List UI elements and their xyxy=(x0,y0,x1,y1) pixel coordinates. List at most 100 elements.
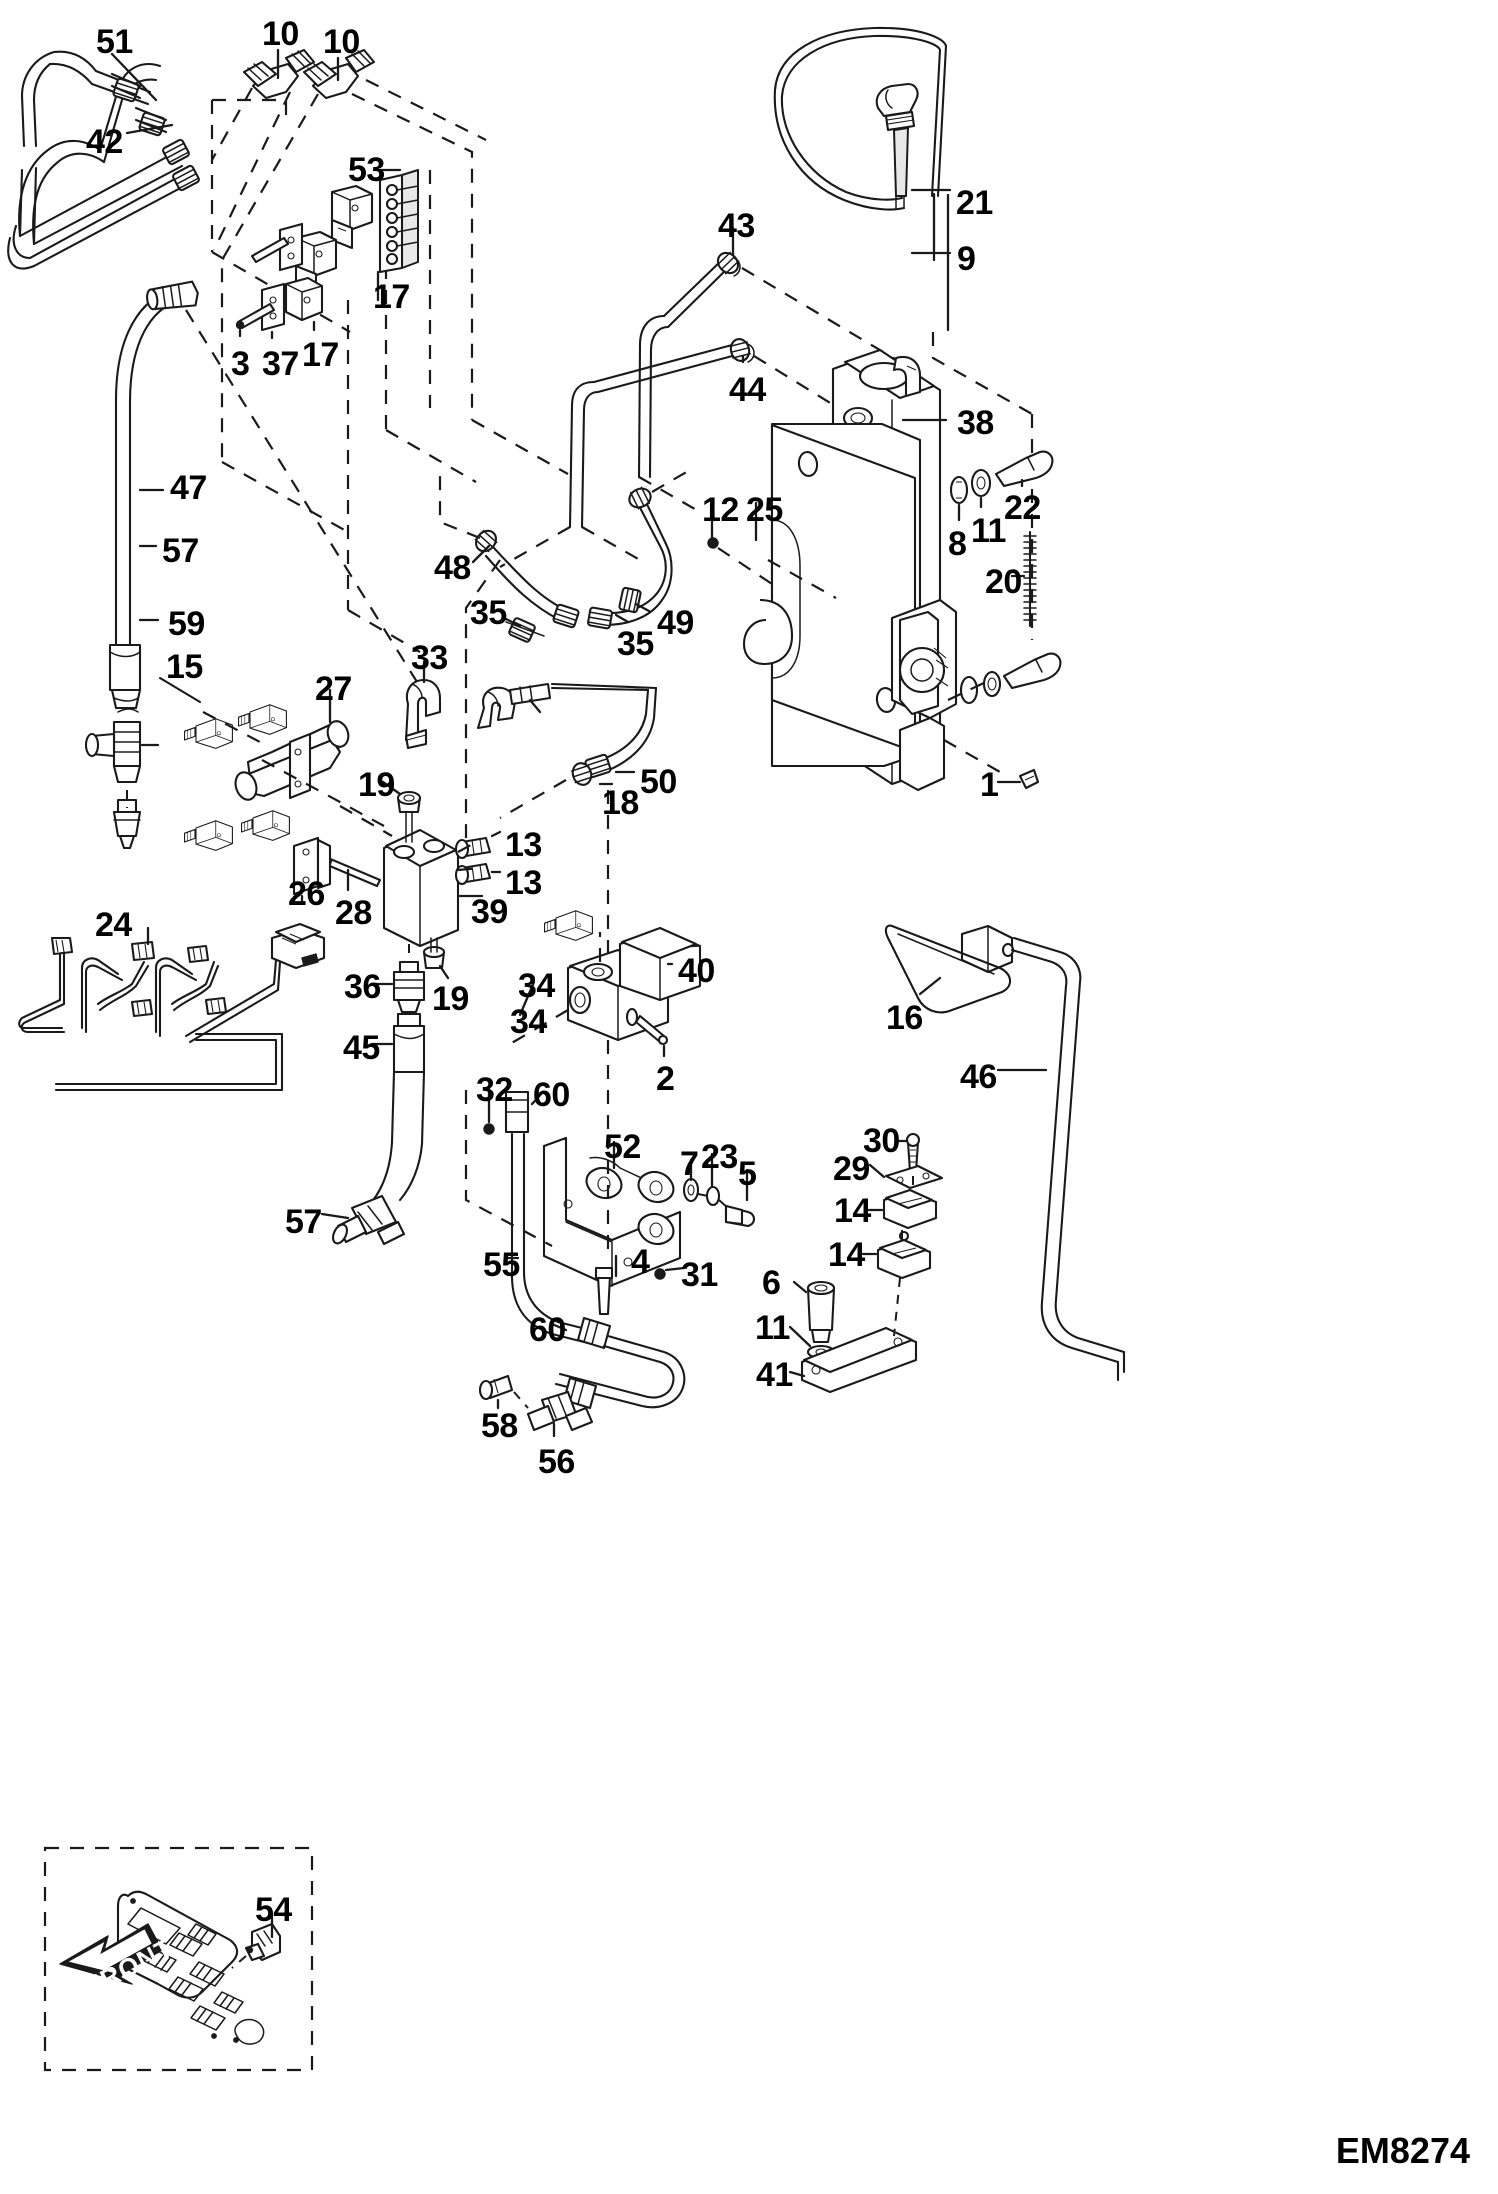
callout-16: 16 xyxy=(886,999,923,1037)
part-38-lower-foot xyxy=(890,598,958,792)
part-36-fitting xyxy=(392,960,426,1014)
part-3-pin-upper xyxy=(250,236,290,264)
part-24-wire-harness xyxy=(18,922,326,1092)
part-57-tee-lower xyxy=(332,1194,406,1246)
part-54-switch xyxy=(244,1922,282,1962)
callout-15: 15 xyxy=(166,648,203,686)
callout-2: 2 xyxy=(656,1060,675,1098)
part-33-elbow xyxy=(404,678,442,750)
part-16-pedal xyxy=(884,924,1015,1014)
hardware-1-11-bolt xyxy=(959,652,1062,790)
callout-26: 26 xyxy=(288,875,325,913)
part-9-21-control-cable xyxy=(773,26,948,211)
part-20-spring xyxy=(1023,530,1037,628)
callout-52: 52 xyxy=(604,1128,641,1166)
part-13-fitting-upper xyxy=(454,836,492,860)
leader-60b xyxy=(550,1322,568,1332)
leader-48 xyxy=(471,544,491,564)
callout-48: 48 xyxy=(434,549,471,587)
callout-57b: 57 xyxy=(285,1203,322,1241)
part-10-elbow-a xyxy=(242,48,316,100)
part-17-clamp-lower xyxy=(284,276,324,322)
callout-38: 38 xyxy=(957,404,994,442)
callout-22: 22 xyxy=(1004,489,1041,527)
coil-e xyxy=(544,910,593,941)
leader-57b xyxy=(320,1212,350,1220)
callout-14b: 14 xyxy=(828,1236,865,1274)
leader-41 xyxy=(788,1370,806,1378)
callout-51: 51 xyxy=(96,23,133,61)
callout-31: 31 xyxy=(681,1256,718,1294)
callout-17b: 17 xyxy=(302,336,339,374)
callout-28: 28 xyxy=(335,894,372,932)
callout-36: 36 xyxy=(344,968,381,1006)
part-12-pin xyxy=(707,537,719,549)
part-56-fitting xyxy=(526,1390,594,1432)
leader-19a xyxy=(381,780,402,796)
callout-20: 20 xyxy=(985,563,1022,601)
callout-33: 33 xyxy=(411,639,448,677)
leader-11b xyxy=(788,1325,812,1348)
part-10-elbow-b xyxy=(302,48,376,100)
part-4-bolt xyxy=(594,1266,614,1316)
leader-60a xyxy=(530,1090,545,1106)
callout-56: 56 xyxy=(538,1443,575,1481)
inset-detail-box xyxy=(43,1846,314,2072)
part-3-pin-lower xyxy=(235,302,276,330)
figure-code: EM8274 xyxy=(1335,2130,1470,2171)
callout-17a: 17 xyxy=(373,278,410,316)
callout-12: 12 xyxy=(702,491,739,529)
hardware-8-11-22 xyxy=(949,450,1054,505)
leader-34a xyxy=(528,698,542,714)
part-48-hose xyxy=(470,525,581,630)
leader-31 xyxy=(664,1266,686,1272)
callout-49: 49 xyxy=(657,604,694,642)
part-26-bracket xyxy=(292,836,332,896)
part-32-sleeve xyxy=(483,1090,530,1135)
callout-7: 7 xyxy=(680,1145,699,1183)
callout-32: 32 xyxy=(476,1071,513,1109)
callout-11a: 11 xyxy=(971,512,1006,550)
part-31-pin xyxy=(654,1268,666,1280)
part-13-fitting-lower xyxy=(454,862,492,886)
callout-57a: 57 xyxy=(162,532,199,570)
leader-49 xyxy=(634,602,651,613)
callout-18: 18 xyxy=(602,784,639,822)
leader-34b xyxy=(518,980,536,1017)
callout-13b: 13 xyxy=(505,864,542,902)
coil-d xyxy=(241,810,290,841)
callout-21: 21 xyxy=(956,184,993,222)
callout-59: 59 xyxy=(168,605,205,643)
callout-34b: 34 xyxy=(510,1003,547,1041)
part-14-block-lower xyxy=(876,1230,932,1280)
callout-55: 55 xyxy=(483,1246,520,1284)
front-arrow xyxy=(59,1923,163,1985)
callout-37: 37 xyxy=(262,345,299,383)
part-46-rod xyxy=(1010,936,1126,1382)
callout-1: 1 xyxy=(980,766,999,804)
leader-13a xyxy=(490,830,502,838)
part-19-plug-lower xyxy=(422,937,446,970)
callout-29: 29 xyxy=(833,1150,870,1188)
part-2-bolt xyxy=(625,1007,669,1046)
callout-42: 42 xyxy=(86,123,123,161)
callout-34a: 34 xyxy=(518,967,555,1005)
callout-45: 45 xyxy=(343,1029,380,1067)
callout-19b: 19 xyxy=(432,980,469,1018)
callout-43: 43 xyxy=(718,207,755,245)
part-6-knob xyxy=(806,1280,836,1344)
callout-25: 25 xyxy=(746,491,783,529)
part-43-tube xyxy=(637,247,744,479)
part-44-tube xyxy=(568,336,755,529)
callout-4: 4 xyxy=(631,1243,650,1281)
callout-53: 53 xyxy=(348,151,385,189)
callout-19a: 19 xyxy=(358,766,395,804)
leader-35b xyxy=(614,613,630,624)
part-35-fitting-left xyxy=(505,616,545,644)
callout-6: 6 xyxy=(762,1264,781,1302)
leader-42 xyxy=(125,123,174,135)
part-34-elbow-upper xyxy=(476,682,552,730)
callout-11b: 11 xyxy=(755,1309,790,1347)
callout-8: 8 xyxy=(948,525,967,563)
